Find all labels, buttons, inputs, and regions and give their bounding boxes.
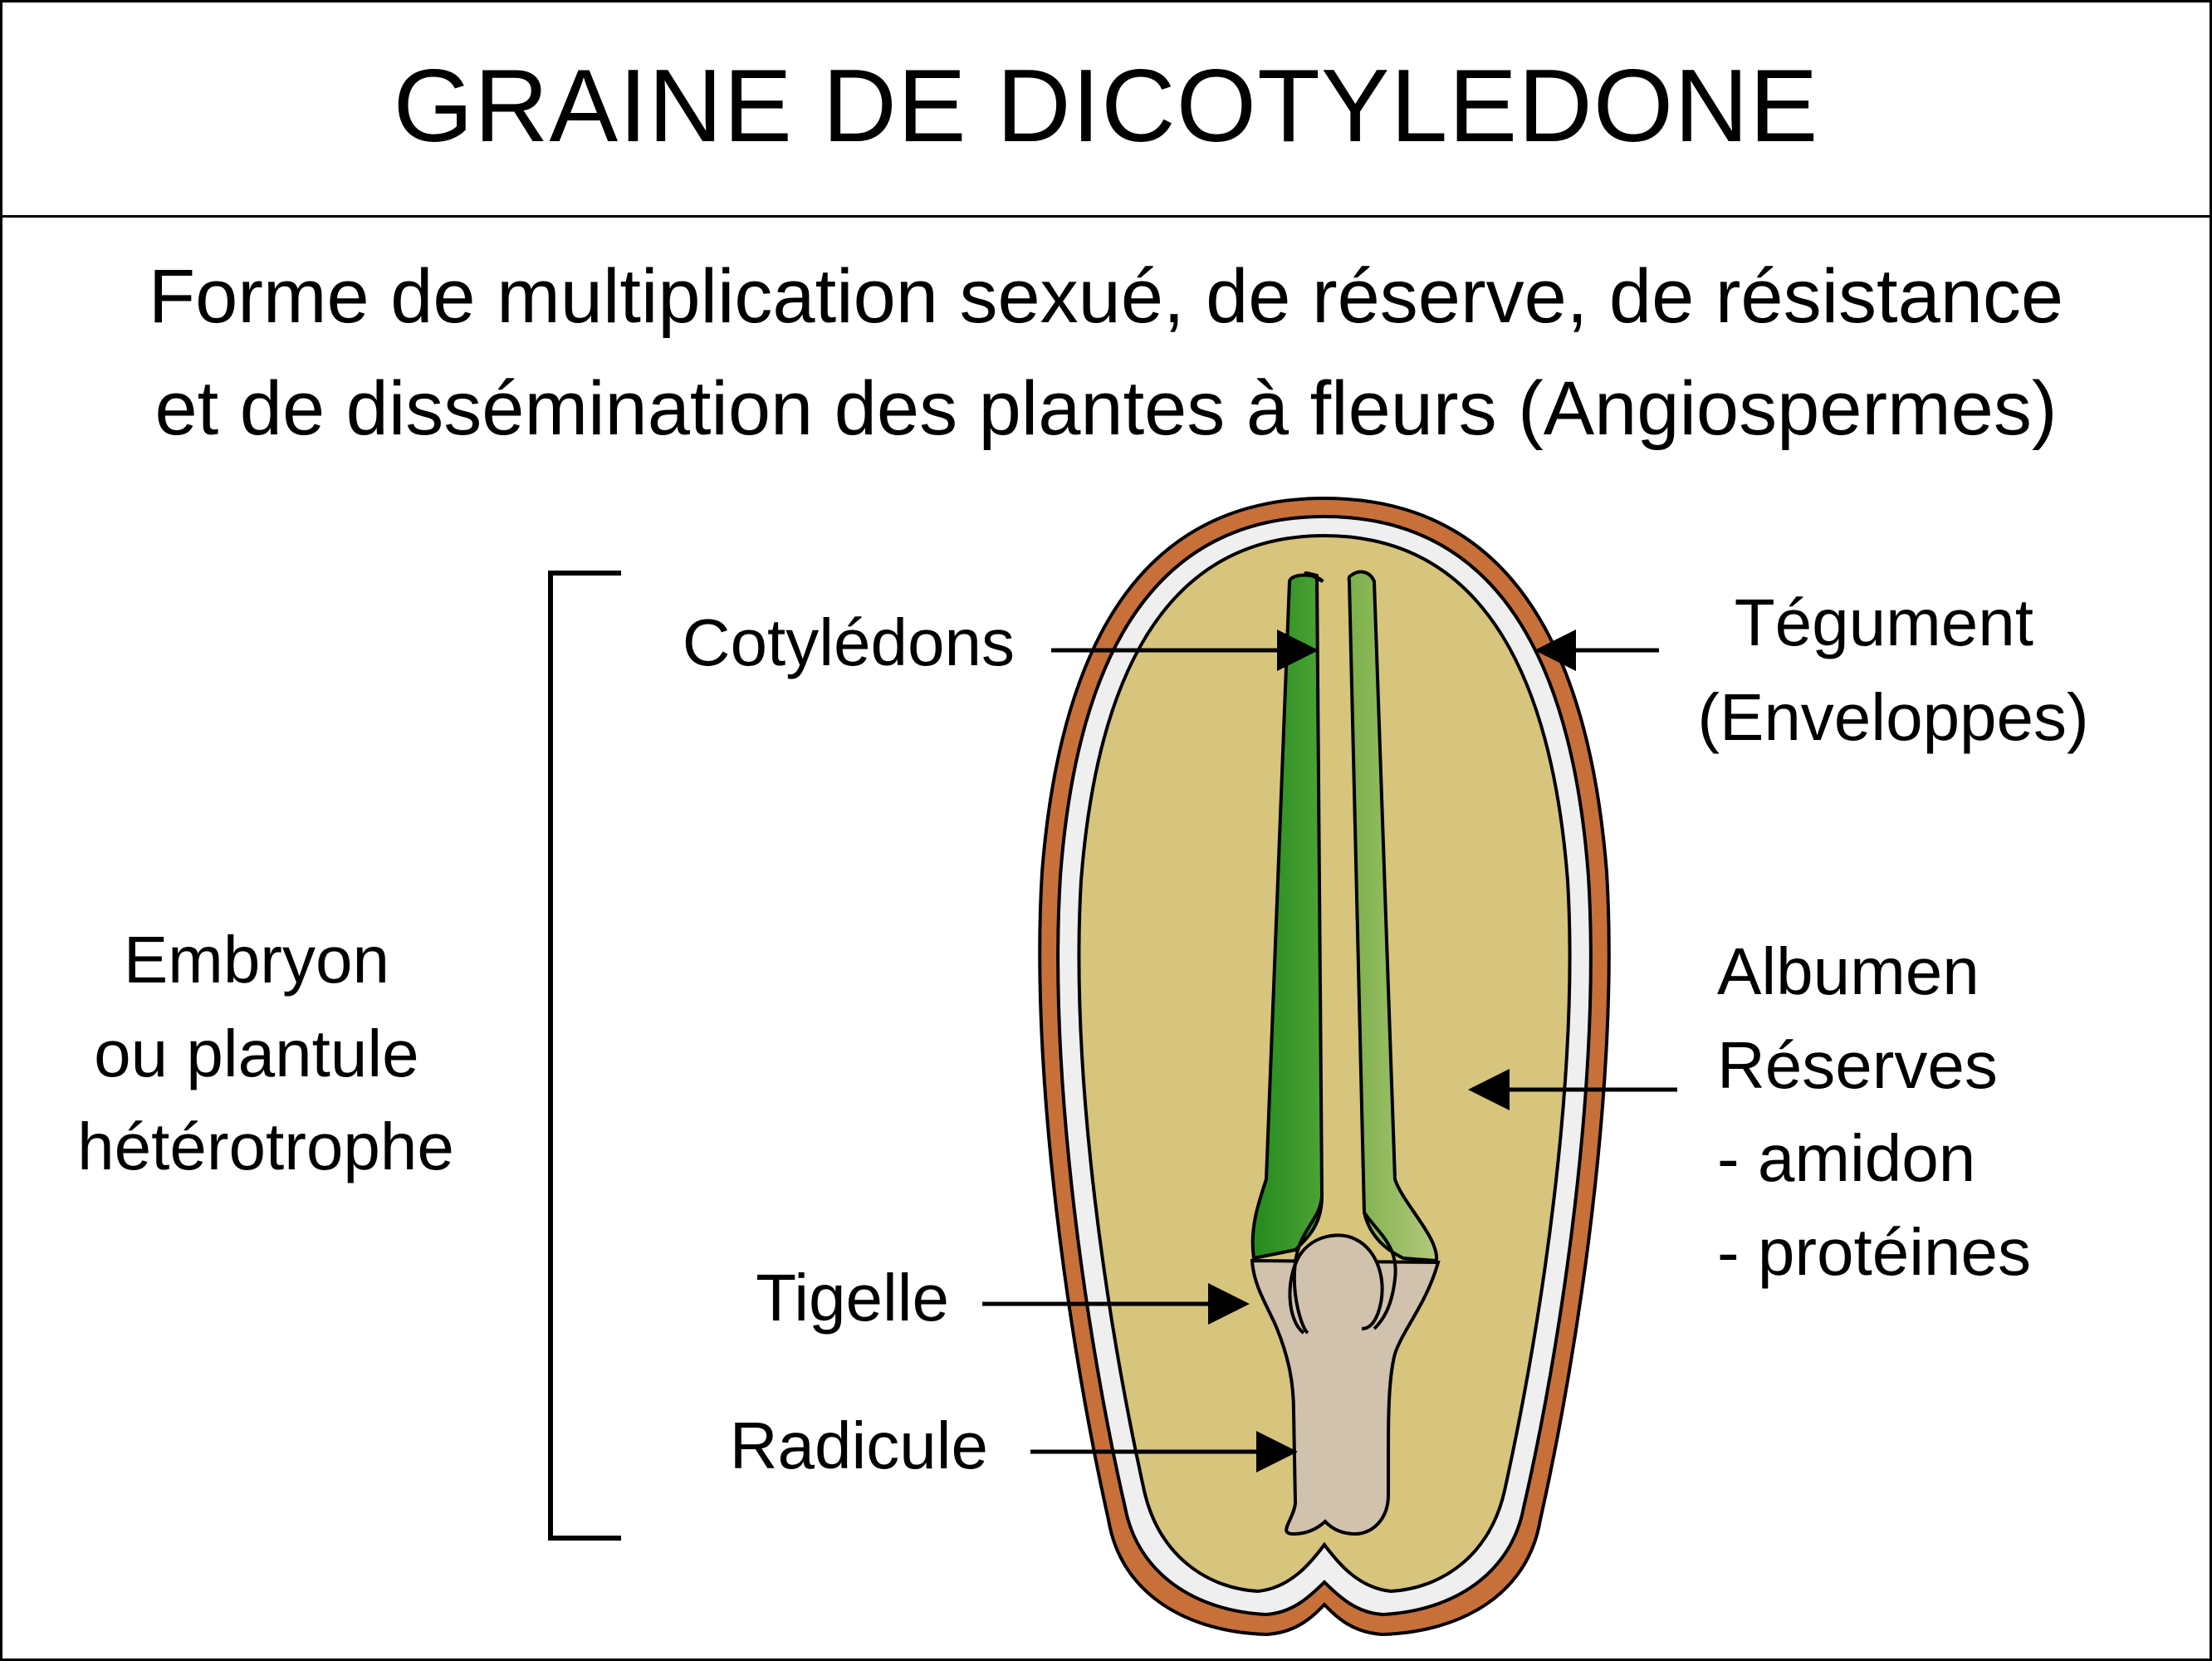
label-cotyledons: Cotylédons <box>683 605 1015 679</box>
cotyledon-left <box>1250 571 1324 1261</box>
embryo-bracket <box>548 571 621 1541</box>
page-title: GRAINE DE DICOTYLEDONE <box>393 48 1819 164</box>
label-albumen-line-2: Réserves <box>1717 1028 1998 1102</box>
label-albumen: Albumen Réserves - amidon - protéines <box>1717 934 2031 1289</box>
label-embryon: Embryon ou plantule hétérotrophe <box>77 923 454 1183</box>
label-albumen-line-1: Albumen <box>1717 934 1980 1008</box>
cotyledon-right <box>1347 570 1439 1263</box>
label-tegument: Tégument (Enveloppes) <box>1697 586 2088 754</box>
label-radicule: Radicule <box>730 1409 988 1482</box>
label-tegument-line-1: Tégument <box>1735 586 2033 659</box>
cotyledon-fold <box>1292 1195 1324 1335</box>
plumule <box>1288 1233 1384 1335</box>
label-tegument-line-2: (Enveloppes) <box>1697 680 2088 754</box>
cotyledon-fold-right <box>1363 1211 1397 1330</box>
label-tigelle: Tigelle <box>756 1261 949 1335</box>
albumen <box>1077 533 1572 1594</box>
label-embryon-line-3: hétérotrophe <box>77 1110 454 1183</box>
subtitle-line-2: et de dissémination des plantes à fleurs… <box>154 366 2058 451</box>
label-embryon-line-2: ou plantule <box>94 1017 418 1090</box>
label-embryon-line-1: Embryon <box>124 923 389 997</box>
subtitle-line-1: Forme de multiplication sexué, de réserv… <box>148 254 2064 339</box>
label-albumen-line-3: - amidon <box>1717 1121 1975 1195</box>
label-albumen-line-4: - protéines <box>1717 1215 2031 1289</box>
title-bar: GRAINE DE DICOTYLEDONE <box>0 0 2212 218</box>
